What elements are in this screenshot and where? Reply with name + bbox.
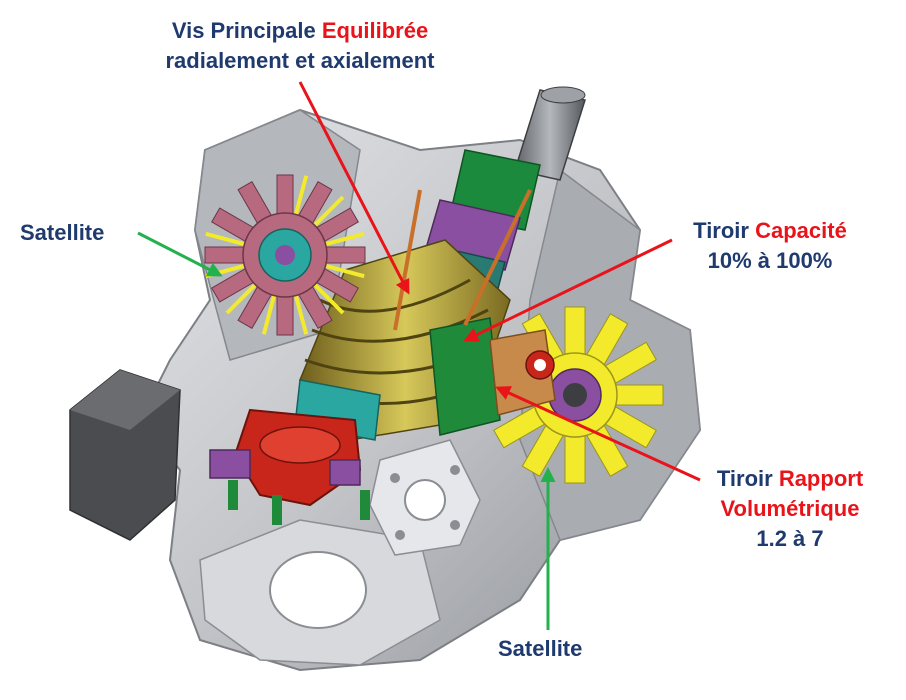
bearing-assembly (209, 379, 381, 525)
arrow-capacity-slide (463, 238, 673, 342)
volume-slide-label-line3: 1.2 à 7 (756, 526, 824, 551)
arrow-volume-slide (495, 386, 701, 482)
volume-slide (489, 329, 556, 416)
arrow-satellite-left (137, 231, 223, 277)
arrows (137, 81, 701, 630)
main-screw-label: Vis Principale Equilibrée radialement et… (140, 16, 460, 76)
motor-box (69, 369, 181, 541)
capacity-slide-label-part1: Tiroir (693, 218, 756, 243)
capacity-slide-label-line2: 10% à 100% (707, 248, 833, 273)
capacity-slide (393, 189, 532, 436)
star-wheel-left (204, 174, 366, 336)
capacity-slide-label: Tiroir Capacité 10% à 100% (670, 216, 870, 276)
volume-slide-label-part1: Tiroir (716, 466, 779, 491)
main-screw-label-part2: Equilibrée (321, 18, 429, 43)
satellite-left-label: Satellite (20, 220, 105, 245)
arrow-main-screw (298, 81, 410, 295)
volume-slide-label-line2: Volumétrique (720, 496, 860, 521)
main-screw-label-line2: radialement et axialement (165, 48, 435, 73)
volume-slide-label: Tiroir Rapport Volumétrique 1.2 à 7 (690, 464, 890, 554)
shaft (514, 86, 586, 181)
main-screw-label-part1: Vis Principale (171, 18, 322, 43)
capacity-slide-label-part2: Capacité (755, 218, 847, 243)
volume-slide-label-part2: Rapport (778, 466, 864, 491)
satellite-bottom-label: Satellite (498, 636, 583, 661)
